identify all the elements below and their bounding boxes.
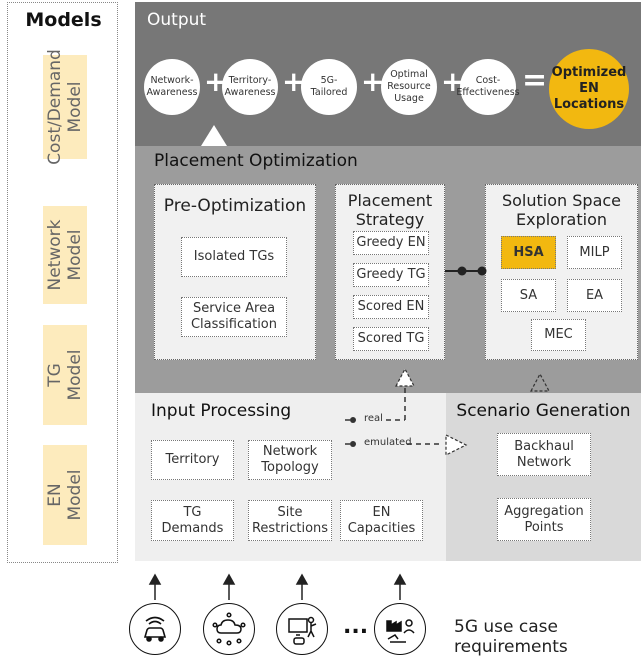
emulated-label: emulated	[364, 437, 412, 448]
pre-optimization-panel: Pre-Optimization Isolated TGs Service Ar…	[154, 184, 316, 360]
link-dot	[457, 266, 467, 276]
connected-car-icon	[129, 603, 181, 655]
media-gaming-icon	[276, 603, 328, 655]
plus-sign: +	[204, 65, 228, 98]
real-label: real	[364, 413, 383, 424]
input-processing-title: Input Processing	[151, 401, 292, 421]
greedy-tg-box: Greedy TG	[353, 263, 429, 287]
objective-network-awareness: Network-Awareness	[144, 59, 200, 115]
ea-box: EA	[567, 279, 622, 312]
greedy-en-box: Greedy EN	[353, 231, 429, 255]
placement-title: Placement Optimization	[154, 151, 358, 171]
cloud-network-icon	[203, 603, 255, 655]
equals-sign: =	[522, 63, 548, 98]
milp-box: MILP	[567, 236, 622, 269]
isolated-tgs-box: Isolated TGs	[181, 237, 287, 277]
ellipsis: ...	[343, 614, 369, 639]
output-title: Output	[147, 10, 207, 30]
objective-5g-tailored: 5G-Tailored	[301, 59, 357, 115]
scored-tg-box: Scored TG	[353, 327, 429, 351]
pointer-triangle	[201, 125, 227, 146]
industry-factory-icon	[374, 603, 426, 655]
emulated-arrow	[345, 434, 468, 456]
hsa-box: HSA	[501, 236, 556, 269]
scenario-up-arrow	[530, 372, 550, 392]
plus-sign: +	[282, 65, 306, 98]
objective-territory-awareness: Territory-Awareness	[222, 59, 278, 115]
plus-sign: +	[441, 65, 465, 98]
mec-box: MEC	[531, 319, 586, 351]
scenario-generation-title: Scenario Generation	[456, 401, 631, 421]
link-dot	[477, 266, 487, 276]
models-title: Models	[25, 9, 102, 31]
use-case-arrows	[148, 573, 407, 600]
pre-optimization-title: Pre-Optimization	[163, 196, 307, 216]
plus-sign: +	[361, 65, 385, 98]
territory-box: Territory	[151, 440, 234, 480]
objective-cost-effectiveness: Cost-Effectiveness	[456, 59, 520, 115]
real-arrow	[345, 367, 415, 423]
scored-en-box: Scored EN	[353, 295, 429, 319]
sa-box: SA	[501, 279, 556, 312]
